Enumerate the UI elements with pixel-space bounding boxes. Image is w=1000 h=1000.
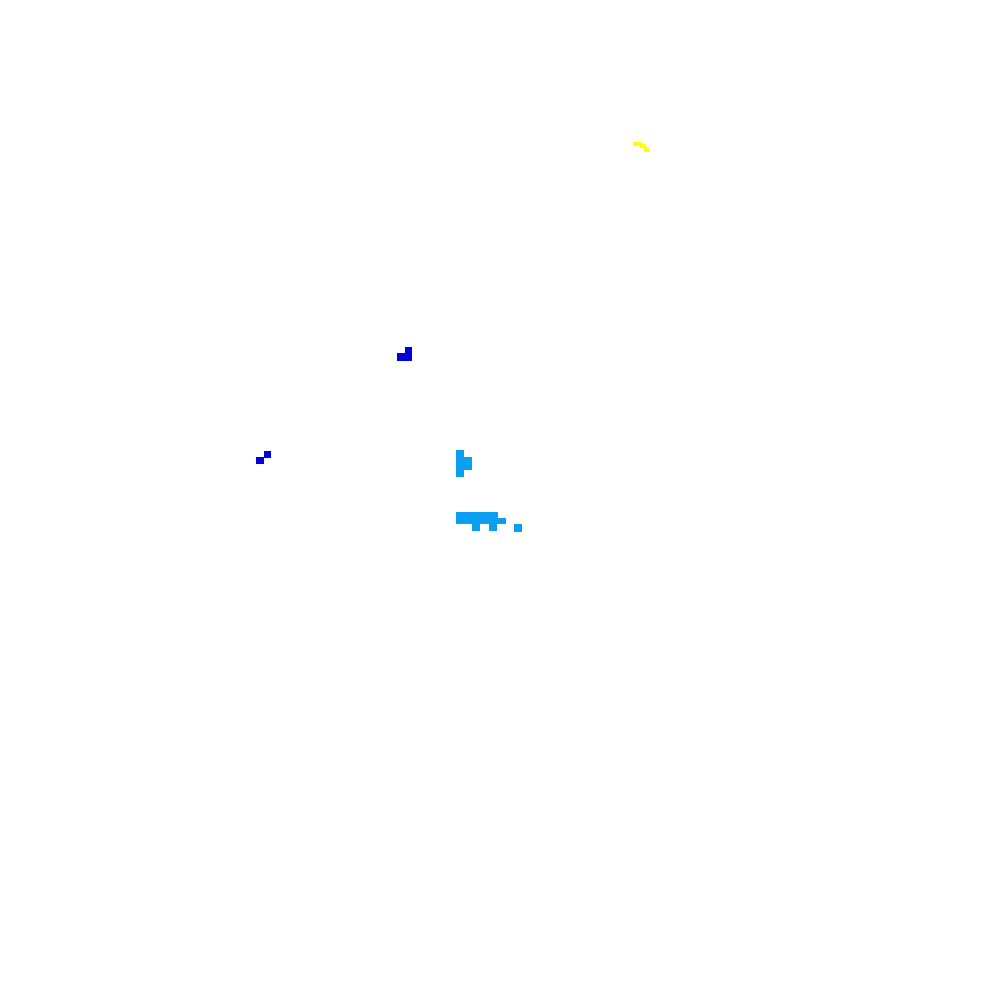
yellow-hook-sprite [632, 140, 652, 154]
cyan-flag-sprite [455, 449, 475, 479]
blue-boot-sprite [396, 346, 416, 362]
cyan-boat-sprite [455, 511, 527, 533]
blue-step-sprite [255, 450, 275, 466]
